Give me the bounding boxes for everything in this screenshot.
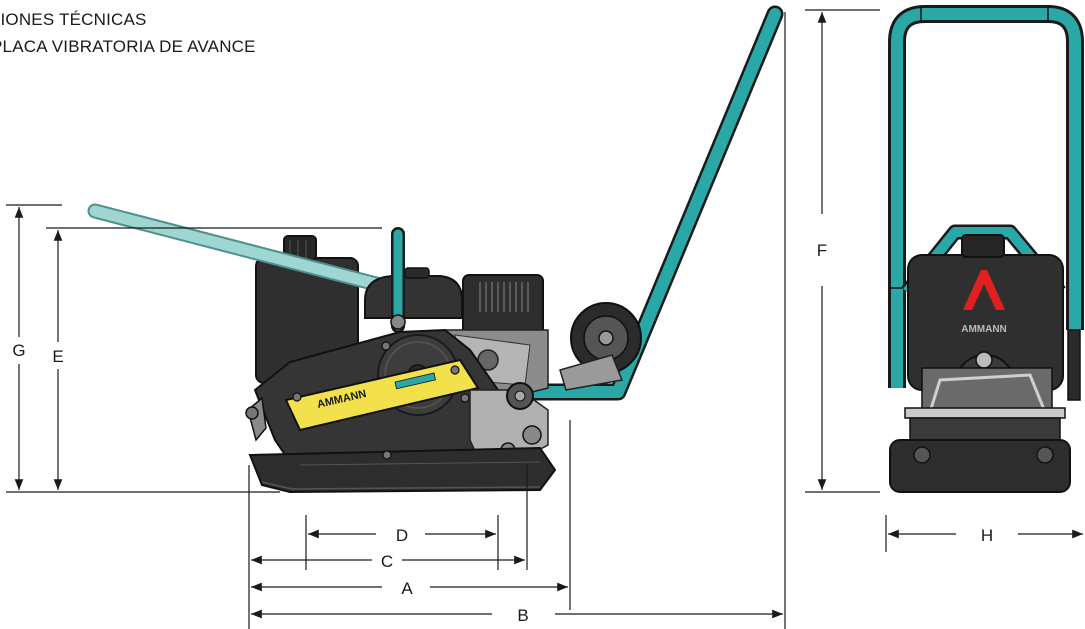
front-brand-text: AMMANN [961,324,1007,335]
header-line-1: CIONES TÉCNICAS [0,10,147,29]
engine-air-filter [364,267,463,319]
dimension-label-e: E [52,347,63,366]
lower-frame [469,382,549,463]
front-logo-icon [963,270,1005,310]
dimension-label-a: A [401,579,413,598]
spec-header: CIONES TÉCNICAS PLACA VIBRATORIA DE AVAN… [0,6,256,60]
side-view-compactor: AMMANN [87,5,784,494]
dimension-label-f: F [817,241,827,260]
dimension-label-c: C [381,552,393,571]
dimension-label-b: B [517,606,528,625]
dimension-annotations [6,9,1083,629]
dimension-label-h: H [981,526,993,545]
base-plate [248,446,557,494]
header-line-2: PLACA VIBRATORIA DE AVANCE [0,37,256,56]
dimension-label-g: G [12,341,25,360]
dimension-label-d: D [396,526,408,545]
brand-decal: AMMANN [284,358,480,432]
transport-wheel [559,302,642,391]
front-view-compactor: AMMANN [888,5,1084,493]
